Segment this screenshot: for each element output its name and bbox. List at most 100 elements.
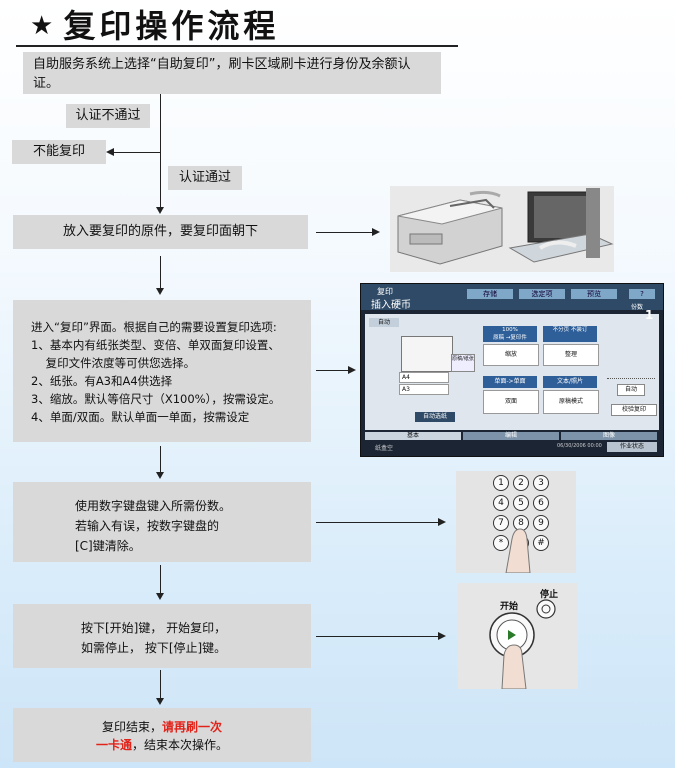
zoom-value: 100% <box>502 327 518 333</box>
step1-box: 自助服务系统上选择“自助复印”，刷卡区域刷卡进行身份及余额认证。 <box>23 52 441 94</box>
step6-suffix: ，结束本次操作。 <box>132 738 229 752</box>
flow-arrow-2 <box>156 288 164 295</box>
step6-line-0: 复印结束，请再刷一次 <box>13 718 311 736</box>
step3-arrow-line <box>316 370 348 371</box>
copies-value: 1 <box>645 308 654 322</box>
step3-box: 进入“复印”界面。根据自己的需要设置复印选项: 1、基本内有纸张类型、变倍、单双… <box>13 300 311 442</box>
title-text: 复印操作流程 <box>63 7 280 45</box>
step6-highlight1: 请再刷一次 <box>162 720 223 734</box>
paper-a3[interactable]: A3 <box>399 384 449 395</box>
keypad-key[interactable]: 4 <box>493 495 509 511</box>
keypad-key[interactable]: 7 <box>493 515 509 531</box>
zoom-label: 原稿 →复印件 <box>493 335 527 341</box>
status-left: 纸盒空 <box>375 445 394 452</box>
copies-label: 份数 <box>631 304 644 311</box>
keypad-key[interactable]: 2 <box>513 475 529 491</box>
step6-line-1: 一卡通，结束本次操作。 <box>13 736 311 754</box>
auth-pass-label: 认证通过 <box>168 166 242 190</box>
title-underline <box>16 45 458 47</box>
star-icon: ★ <box>30 11 58 41</box>
auto-paper-button[interactable]: 自动选纸 <box>415 412 455 422</box>
auto-tab[interactable]: 自动 <box>369 318 399 327</box>
step4-line-1: 若输入有误，按数字键盘的 <box>75 519 220 533</box>
step2-text: 放入要复印的原件，要复印面朝下 <box>62 224 258 239</box>
step3-line-2: 复印文件浓度等可供您选择。 <box>31 356 196 370</box>
step6-prefix: 复印结束， <box>101 720 162 734</box>
keypad-key[interactable]: 1 <box>493 475 509 491</box>
density-auto-button[interactable]: 自动 <box>617 384 645 396</box>
flow-arrow-5 <box>156 698 164 705</box>
step5-line-0: 按下[开始]键， 开始复印， <box>81 621 227 635</box>
cannot-copy-box: 不能复印 <box>12 140 106 164</box>
step5-box: 按下[开始]键， 开始复印， 如需停止， 按下[停止]键。 <box>13 604 311 668</box>
flow-arrow-1 <box>156 207 164 214</box>
screen-body: 份数 1 自动 A4 A3 原稿/纸张 自动选纸 100% 原稿 →复印件 缩放… <box>365 304 659 430</box>
flow-line-4 <box>160 565 161 595</box>
orig-paper-button[interactable]: 原稿/纸张 <box>451 354 475 372</box>
paper-a4[interactable]: A4 <box>399 372 449 383</box>
tab-basic[interactable]: 基本 <box>365 432 461 440</box>
copy-verify-button[interactable]: 校验复印 <box>611 404 657 416</box>
step4-arrow-line <box>316 522 438 523</box>
copier-photo <box>390 186 614 272</box>
start-panel-photo: 开始 停止 <box>458 583 578 689</box>
start-stop-illustration <box>489 599 556 689</box>
duplex-info: 单面->单面 <box>483 376 537 388</box>
copy-subtitle: 插入硬币 <box>371 300 411 311</box>
start-label: 开始 <box>500 602 519 612</box>
step3-line-4: 3、缩放。默认等倍尺寸（X100%），按需设定。 <box>31 392 281 406</box>
step4-line-0: 使用数字键盘键入所需份数。 <box>75 499 232 513</box>
finish-button[interactable]: 整理 <box>543 344 599 366</box>
step3-line-0: 进入“复印”界面。根据自己的需要设置复印选项: <box>31 320 277 334</box>
selected-button[interactable]: 选定项 <box>519 289 565 299</box>
finger-icon <box>505 528 531 573</box>
flow-branch-line <box>112 152 160 153</box>
text-photo-info: 文本/照片 <box>543 376 597 388</box>
store-button[interactable]: 存储 <box>467 289 513 299</box>
step3-arrow-head <box>348 366 356 374</box>
copier-illustration <box>390 186 614 272</box>
step3-line-1: 1、基本内有纸张类型、变倍、单双面复印设置、 <box>31 338 280 352</box>
sort-info: 不分页 不装订 <box>543 326 597 342</box>
step3-line-5: 4、单面/双面。默认单面一单面，按需设定 <box>31 410 250 424</box>
step5-arrow-head <box>438 632 446 640</box>
status-date: 06/30/2006 00:00 <box>557 443 602 449</box>
keypad-key[interactable]: 6 <box>533 495 549 511</box>
step2-box: 放入要复印的原件，要复印面朝下 <box>13 215 308 249</box>
keypad-key[interactable]: # <box>533 535 549 551</box>
flow-line-5 <box>160 670 161 700</box>
step5-arrow-line <box>316 636 438 637</box>
page-title: ★复印操作流程 <box>30 6 279 46</box>
paper-graphic <box>401 336 453 372</box>
copy-title: 复印 <box>377 287 393 296</box>
step1-text: 自助服务系统上选择“自助复印”，刷卡区域刷卡进行身份及余额认证。 <box>33 57 411 91</box>
flow-arrow-left <box>106 148 114 156</box>
step6-box: 复印结束，请再刷一次 一卡通，结束本次操作。 <box>13 708 311 762</box>
flow-arrow-3 <box>156 472 164 479</box>
keypad-key[interactable]: 3 <box>533 475 549 491</box>
screen-header: 复印 插入硬币 存储 选定项 预览 ? <box>361 284 663 311</box>
orig-mode-button[interactable]: 原稿模式 <box>543 390 599 414</box>
flow-arrow-4 <box>156 593 164 600</box>
copy-screen: 复印 插入硬币 存储 选定项 预览 ? 份数 1 自动 A4 A3 原稿/纸张 … <box>360 283 664 457</box>
zoom-button[interactable]: 缩放 <box>483 344 539 366</box>
flow-line-2 <box>160 256 161 290</box>
help-button[interactable]: ? <box>629 289 655 299</box>
auth-fail-label: 认证不通过 <box>66 104 150 128</box>
tab-edit[interactable]: 编辑 <box>463 432 559 440</box>
job-status-button[interactable]: 作业状态 <box>607 442 657 452</box>
tab-image[interactable]: 图像 <box>561 432 657 440</box>
keypad-key[interactable]: * <box>493 535 509 551</box>
duplex-button[interactable]: 双面 <box>483 390 539 414</box>
flow-line-3 <box>160 446 161 476</box>
step2-arrow-line <box>316 232 372 233</box>
keypad-key[interactable]: 5 <box>513 495 529 511</box>
step4-line-2: [C]键清除。 <box>75 539 141 553</box>
stop-label: 停止 <box>540 590 559 600</box>
step4-arrow-head <box>438 518 446 526</box>
step2-arrow-head <box>372 228 380 236</box>
preview-button[interactable]: 预览 <box>571 289 617 299</box>
keypad-key[interactable]: 9 <box>533 515 549 531</box>
step3-line-3: 2、纸张。有A3和A4供选择 <box>31 374 173 388</box>
